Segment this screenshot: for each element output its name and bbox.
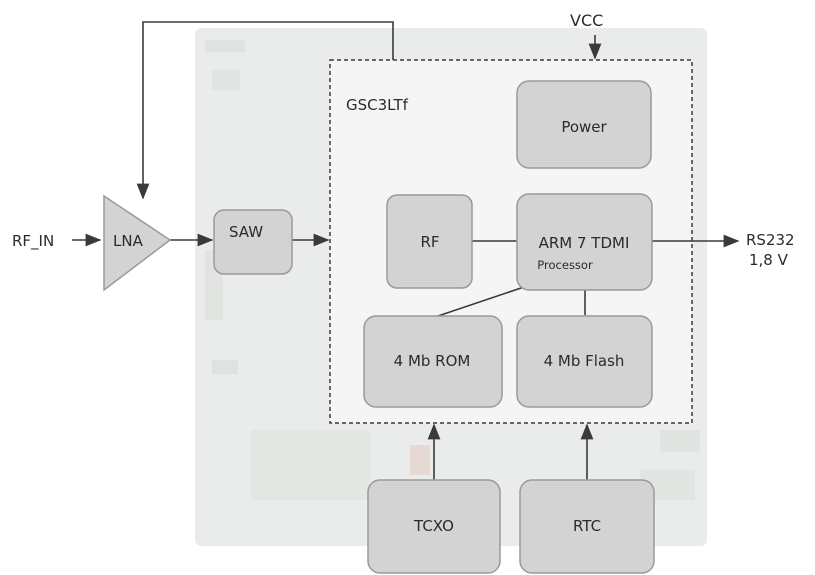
arm-label: ARM 7 TDMI (539, 234, 630, 252)
rf-in-label: RF_IN (12, 232, 54, 251)
rom-block: 4 Mb ROM (363, 315, 503, 408)
rf-label: RF (420, 233, 439, 251)
lna-label: LNA (113, 232, 144, 250)
chip-label: GSC3LTf (346, 96, 409, 114)
saw-label: SAW (229, 223, 263, 241)
flash-block: 4 Mb Flash (516, 315, 653, 408)
lna-amplifier: LNA (103, 194, 172, 292)
flash-label: 4 Mb Flash (544, 352, 625, 370)
tcxo-block: TCXO (367, 479, 501, 574)
voltage-label: 1,8 V (749, 251, 789, 269)
power-block: Power (516, 80, 652, 169)
rs232-label: RS232 (746, 231, 795, 249)
rf-block: RF (386, 194, 473, 289)
connection-wires (72, 21, 740, 480)
saw-filter-block: SAW (213, 209, 293, 275)
rtc-label: RTC (573, 517, 601, 535)
arm-sub-label: Processor (537, 258, 593, 272)
vcc-label: VCC (570, 11, 603, 30)
rom-label: 4 Mb ROM (394, 352, 471, 370)
tcxo-label: TCXO (413, 517, 454, 535)
arm-processor-block: ARM 7 TDMI Processor (516, 193, 653, 291)
rtc-block: RTC (519, 479, 655, 574)
power-label: Power (561, 118, 607, 136)
